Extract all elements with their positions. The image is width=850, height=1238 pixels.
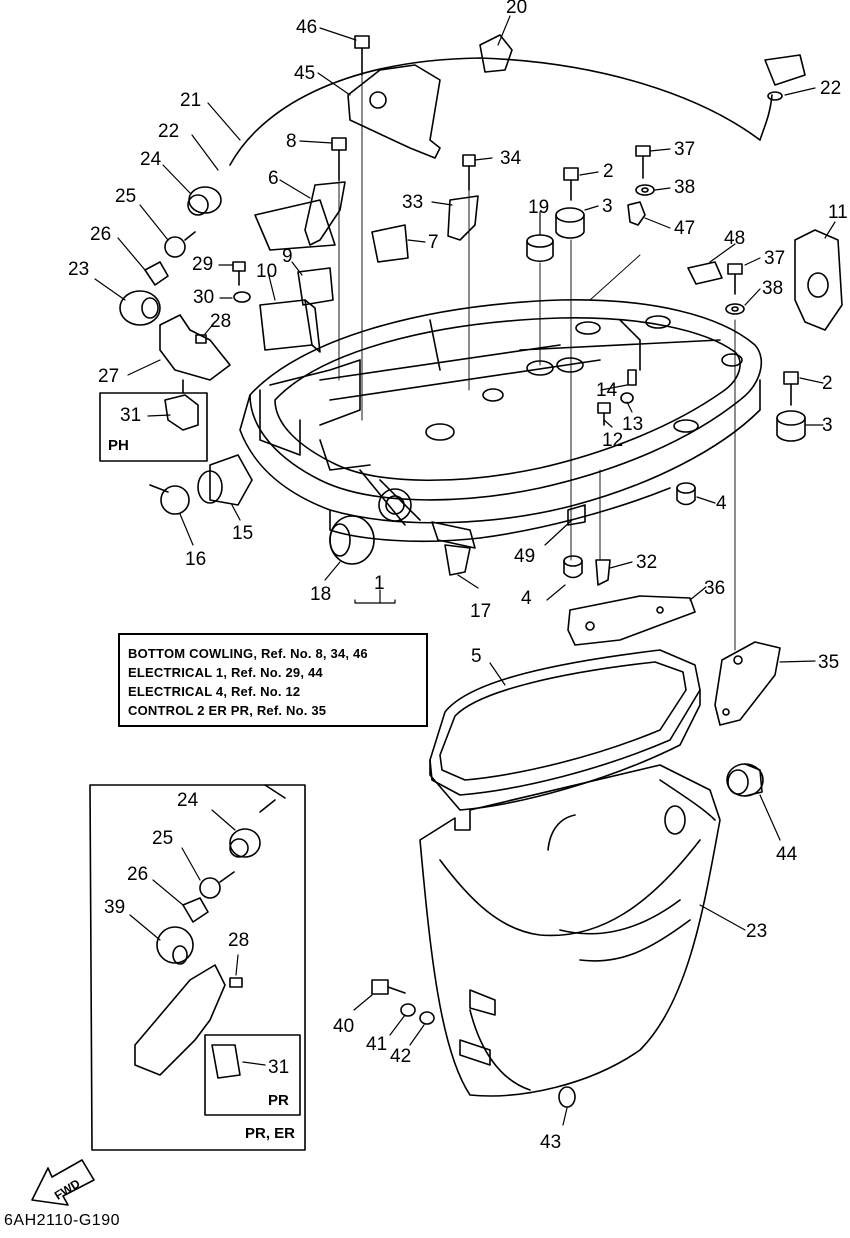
callout-number: 22 [158,121,179,142]
callout-number: 26 [90,224,111,245]
callout-number: 3 [822,415,833,436]
callout-number: 6 [268,168,279,189]
callout-number: 47 [674,218,695,239]
callout-number: 22 [820,78,841,99]
plate-35 [714,641,781,726]
callout-number: 41 [366,1034,387,1055]
callout-number: 31 [120,405,141,426]
callout-number: 23 [68,259,89,280]
callout-number: 44 [776,844,798,865]
inset-prer-label: PR, ER [245,1125,296,1142]
callout-number: 35 [818,652,839,673]
callout-number: 43 [540,1132,561,1153]
callout-number: 32 [636,552,657,573]
callout-number: 38 [674,177,695,198]
seal-gasket [429,649,701,811]
callout-number: 10 [256,261,277,282]
callout-number: 28 [228,930,249,951]
reference-line: CONTROL 2 ER PR, Ref. No. 35 [128,703,327,718]
inset-ph [99,379,208,462]
callout-number: 14 [596,380,618,401]
callout-number: 29 [192,254,213,275]
plate-36 [567,595,696,646]
callout-number: 4 [716,493,727,514]
callout-number: 9 [282,246,293,267]
callout-number: 49 [514,546,535,567]
callout-number: 1 [374,573,385,594]
callout-number: 31 [268,1057,289,1078]
callout-number: 3 [602,196,613,217]
small-parts [119,34,843,1108]
callout-number: 2 [822,373,833,394]
callout-number: 26 [127,864,148,885]
bottom-cowling-shell [419,764,721,1097]
callout-number: 30 [193,287,214,308]
callout-number: 25 [152,828,173,849]
fwd-arrow [31,1159,95,1206]
callout-number: 28 [210,311,231,332]
diagram-code: 6AH2110-G190 [4,1212,120,1229]
callout-number: 36 [704,578,725,599]
callout-number: 18 [310,584,331,605]
reference-line: ELECTRICAL 1, Ref. No. 29, 44 [128,665,323,680]
callout-number: 48 [724,228,745,249]
callout-number: 46 [296,17,317,38]
callout-number: 2 [603,161,614,182]
inset-ph-label: PH [108,437,129,454]
callout-number: 25 [115,186,136,207]
callout-number: 15 [232,523,253,544]
callout-number: 23 [746,921,767,942]
callout-number: 40 [333,1016,354,1037]
callout-number: 38 [762,278,783,299]
inset-pr-er [89,784,306,1151]
callout-number: 4 [521,588,532,609]
callout-number: 11 [828,202,848,223]
callout-number: 21 [180,90,201,111]
callout-number: 8 [286,131,297,152]
callout-number: 17 [470,601,491,622]
callout-number: 27 [98,366,119,387]
callout-number: 45 [294,63,315,84]
callout-number: 24 [140,149,162,170]
callout-number: 33 [402,192,423,213]
callout-number: 12 [602,430,623,451]
inset-pr-label: PR [268,1092,289,1109]
callout-number: 5 [471,646,482,667]
callout-number: 13 [622,414,643,435]
callout-number: 39 [104,897,125,918]
callout-number: 42 [390,1046,411,1067]
callout-number: 16 [185,549,206,570]
callout-number: 37 [764,248,785,269]
callout-number: 7 [428,232,439,253]
grommet-44 [726,763,764,797]
leader-lines [94,15,836,1126]
reference-line: BOTTOM COWLING, Ref. No. 8, 34, 46 [128,646,368,661]
callout-number: 24 [177,790,199,811]
reference-box: BOTTOM COWLING, Ref. No. 8, 34, 46 ELECT… [118,633,428,727]
callout-number: 37 [674,139,695,160]
fwd-label: FWD [52,1176,83,1203]
callout-number: 34 [500,148,522,169]
reference-line: ELECTRICAL 4, Ref. No. 12 [128,684,301,699]
callout-number: 19 [528,197,549,218]
bottom-cowling-pan [239,299,763,543]
callout-number: 20 [506,0,527,18]
